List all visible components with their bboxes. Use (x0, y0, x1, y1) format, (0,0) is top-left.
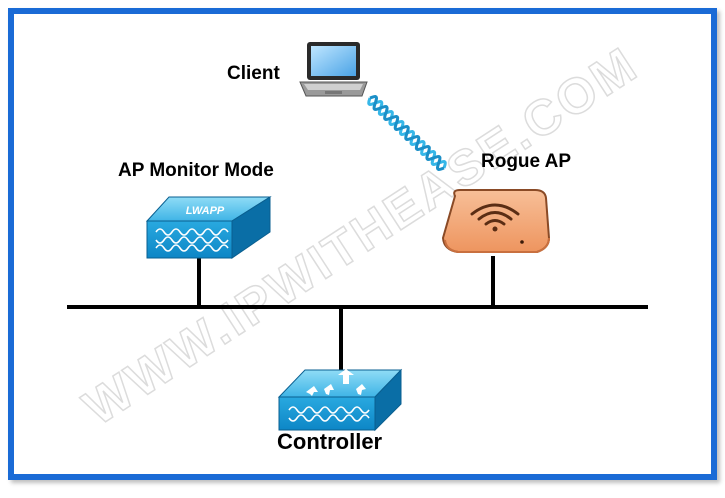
wireless-signal-icon (367, 94, 447, 172)
rogue-ap-label: Rogue AP (481, 151, 572, 172)
client-label: Client (227, 63, 280, 84)
ap-monitor-mode-label: AP Monitor Mode (118, 160, 274, 181)
controller-label: Controller (277, 429, 383, 454)
wireless-controller-icon (277, 368, 403, 432)
wifi-router-icon (441, 189, 551, 253)
lwapp-access-point-icon: LWAPP (145, 196, 272, 259)
lwapp-label: LWAPP (186, 205, 225, 217)
laptop-icon (299, 42, 368, 97)
network-bus (67, 256, 648, 370)
